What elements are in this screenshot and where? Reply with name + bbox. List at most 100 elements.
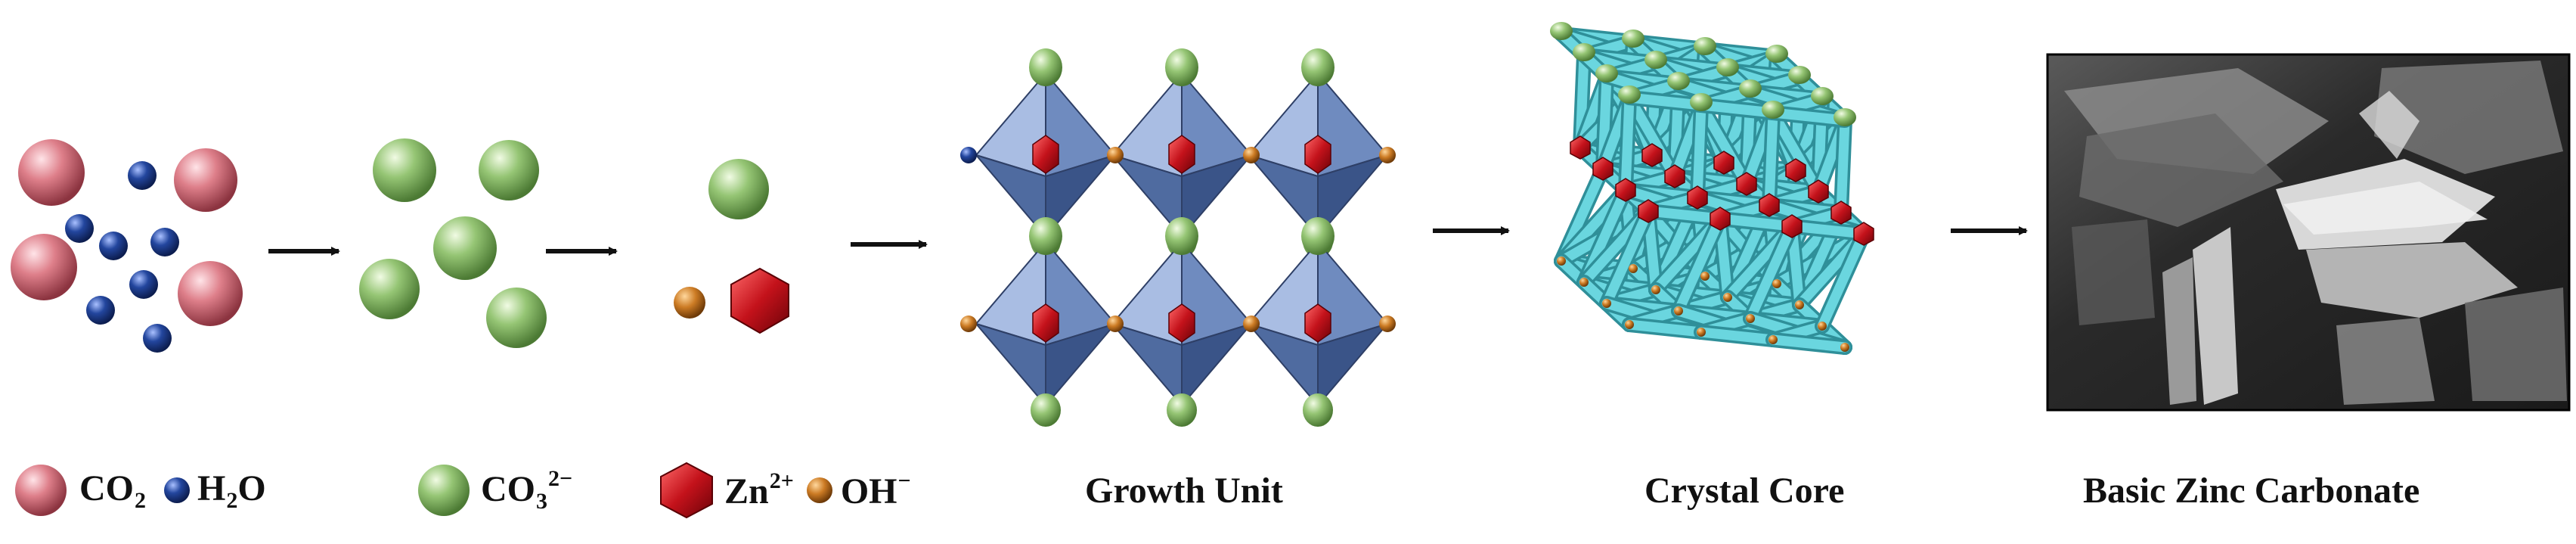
co3-node [1622,30,1644,48]
co3-node [1811,87,1834,105]
zn-node [1710,207,1731,231]
co3-vertex [1165,48,1198,86]
co3-node [1716,58,1739,76]
legend-co2-label: CO2 [79,468,146,513]
co3-vertex [1303,393,1333,427]
oh-node [1795,300,1804,309]
co3-node [1834,108,1856,126]
oh-vertex [1107,316,1124,332]
h2o-molecule [86,296,115,325]
legend: CO2 H2O [11,460,266,521]
legend-ions: Zn2+ OH− [656,460,911,521]
h2o-molecule [150,228,179,256]
framework-bond [1601,206,1654,309]
co3-vertex [1165,217,1198,255]
co3-node [1618,85,1641,104]
legend-oh-label: OH− [840,468,911,511]
co3-node [1765,45,1788,63]
co3-node [1690,93,1713,111]
co3-ion [486,288,547,348]
co2-molecule [11,234,77,300]
oh-legend-icon [806,477,832,503]
co3-vertex [1029,48,1062,86]
framework-bond [1768,107,1824,197]
h2o-molecule [143,324,172,353]
legend-co3: CO32− [414,461,572,520]
legend-carbonate: CO32− [414,460,572,521]
oh-vertex [1243,316,1260,332]
oh-node [1629,264,1638,273]
co3-vertex [1029,217,1062,255]
zn-node [1853,222,1874,246]
zn-node [1570,135,1591,160]
co3-vertex [1167,393,1197,427]
oh-node [1602,299,1611,308]
oh-node [1557,256,1566,266]
zn-center [1168,303,1195,343]
legend-zn: Zn2+ [656,460,794,521]
zn-ion [730,267,789,334]
zn-node [1785,158,1806,182]
oh-node [1651,285,1660,294]
legend-oh: OH− [804,468,911,512]
co3-node [1762,101,1784,119]
framework-bond [1696,100,1752,189]
crystal-core-framework [1550,22,1874,355]
co3-vertex [1301,48,1334,86]
framework-bond [1643,206,1725,224]
co3-node [1573,43,1595,61]
zn-node [1664,164,1685,188]
framework-bond [1696,100,1778,118]
co3-ion [373,138,436,202]
octahedron [1246,48,1390,258]
sem-image-basic-zinc-carbonate [2046,53,2571,412]
octahedron [1110,217,1254,427]
co3-node [1595,64,1618,82]
oh-node [1700,272,1710,281]
zn-center [1032,303,1059,343]
h2o-legend-icon [164,477,190,503]
growth-unit-structure [960,48,1396,427]
framework-bond [1692,100,1706,203]
legend-h2o: H2O [163,468,266,514]
zn-center [1304,303,1331,343]
framework-bond [1768,107,1850,126]
co3-node [1788,66,1811,84]
zn-center [1304,135,1331,174]
zn-node [1759,193,1780,217]
zn-node [1641,143,1663,167]
co3-node [1644,51,1667,69]
caption-crystal-core: Crystal Core [1644,470,1845,511]
framework-bond [1673,213,1725,316]
co3-ion [359,259,420,319]
legend-co2: CO2 [11,461,146,520]
zn-node [1808,179,1829,204]
zn-center [1168,135,1195,174]
oh-ion [674,287,705,319]
oh-node [1818,322,1827,331]
stage-ions [674,159,789,334]
co3-node [1550,22,1573,40]
co3-vertex [1301,217,1334,255]
co3-ion [479,140,539,201]
co2-molecule [178,261,243,326]
oh-node [1579,278,1589,287]
h2o-molecule [128,161,157,190]
co3-ion [708,159,769,219]
framework-bond [1787,221,1869,239]
legend-co3-label: CO32− [481,466,573,514]
oh-vertex [960,316,977,332]
zn-node [1781,214,1803,238]
co3-node [1694,37,1716,55]
zn-node [1592,157,1613,181]
co3-node [1667,72,1690,90]
co3-ion [433,216,497,280]
co2-molecule [174,148,237,212]
co2-legend-icon [15,465,67,516]
zn-center [1032,135,1059,174]
stage-carbonate [359,138,547,348]
caption-basic-zinc-carbonate: Basic Zinc Carbonate [2083,470,2420,511]
framework-bond [1620,92,1635,195]
oh-node [1625,320,1634,329]
zn-node [1638,199,1659,223]
